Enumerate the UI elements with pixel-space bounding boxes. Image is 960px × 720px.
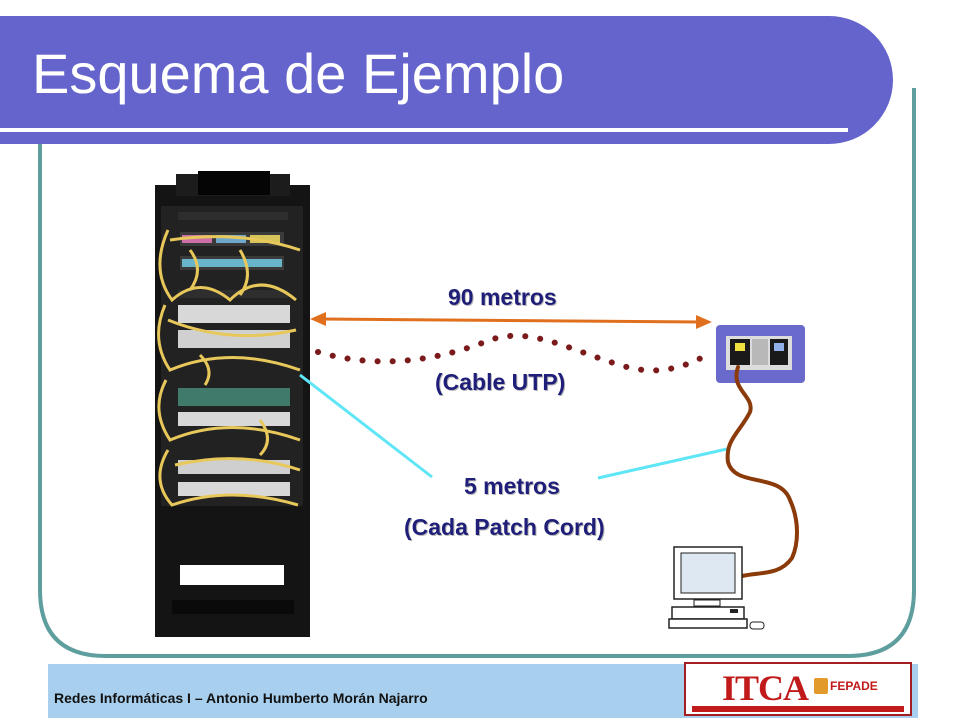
patch-length-label: 5 metros (464, 473, 560, 499)
logo-subtext: FEPADE (830, 679, 878, 693)
slide-frame (38, 88, 916, 658)
utp-cable-line (315, 332, 715, 374)
patch-cord-station (597, 447, 728, 480)
workstation-cable (725, 365, 799, 578)
title-underline (0, 128, 848, 132)
logo-wordmark: ITCA (722, 668, 809, 708)
network-rack-icon (155, 171, 310, 637)
cable-type-label: (Cable UTP) (435, 369, 566, 395)
title-bar (0, 16, 893, 144)
logo-emblem-icon (814, 678, 828, 694)
distance-label: 90 metros (448, 284, 557, 310)
logo-strip (692, 706, 904, 712)
computer-icon (668, 546, 765, 630)
patch-cord-rack (299, 373, 433, 479)
itca-logo: ITCA FEPADE (684, 662, 912, 716)
wall-outlet-icon (716, 325, 805, 383)
patch-cord-label: (Cada Patch Cord) (404, 514, 605, 540)
slide-title: Esquema de Ejemplo (32, 42, 565, 105)
distance-arrow (310, 312, 712, 329)
footer-text: Redes Informáticas I – Antonio Humberto … (54, 690, 428, 706)
